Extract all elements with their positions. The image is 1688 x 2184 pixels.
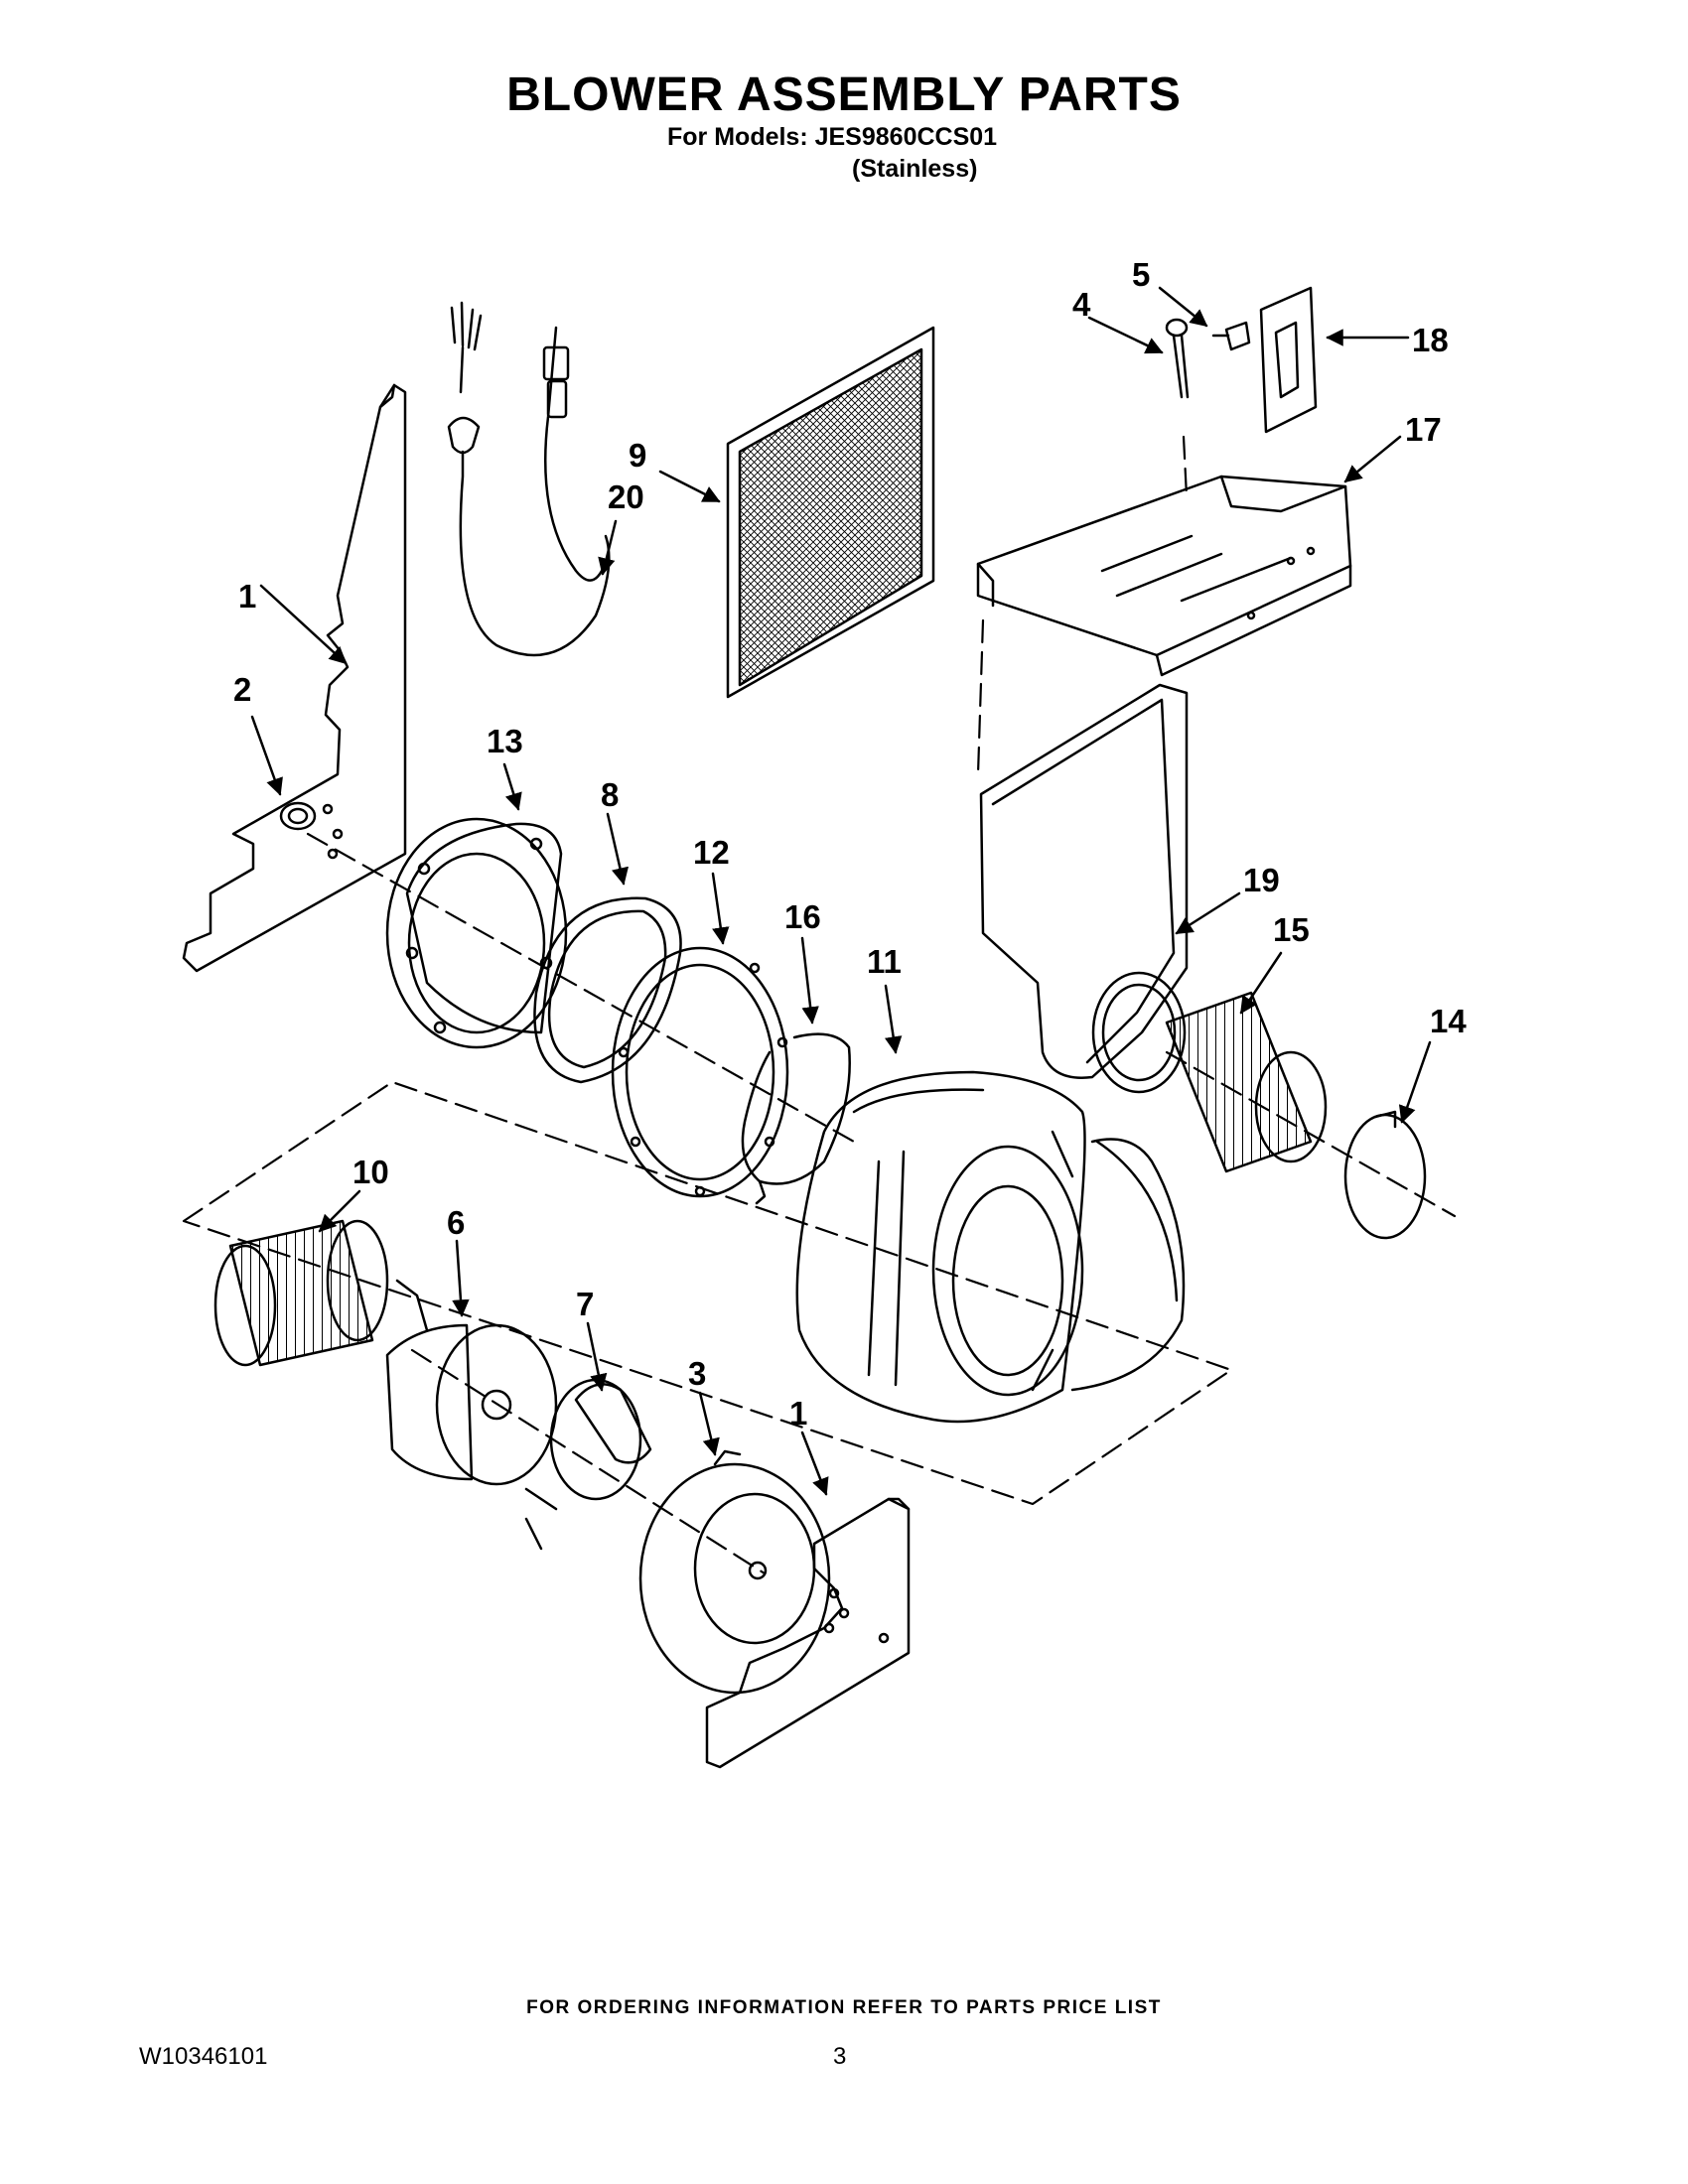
callout-3: 3 xyxy=(688,1355,706,1392)
callout-20: 20 xyxy=(608,478,644,515)
flex-duct xyxy=(1165,991,1328,1173)
gasket xyxy=(533,896,682,1084)
alignment-axes xyxy=(306,435,1457,1575)
callout-19: 19 xyxy=(1243,862,1280,898)
clip-ring xyxy=(741,1032,851,1205)
bracket xyxy=(1259,286,1318,434)
page-title: BLOWER ASSEMBLY PARTS xyxy=(506,68,1182,121)
inlet-ring xyxy=(638,1449,831,1695)
damper-housing xyxy=(976,475,1352,677)
power-cord xyxy=(447,301,611,657)
callout-17: 17 xyxy=(1405,411,1442,448)
blower-housing xyxy=(795,1070,1186,1424)
callout-5: 5 xyxy=(1132,256,1150,293)
callout-2: 2 xyxy=(233,671,251,708)
callout-18: 18 xyxy=(1412,322,1449,358)
callout-6: 6 xyxy=(447,1204,465,1241)
page-number: 3 xyxy=(833,2043,847,2070)
finish-line: (Stainless) xyxy=(852,155,978,183)
screw xyxy=(1211,321,1251,351)
callout-labels: 1 2 13 8 12 16 11 4 5 18 17 9 20 19 15 1… xyxy=(233,256,1467,1432)
hose-clamp xyxy=(1343,1110,1427,1240)
pin xyxy=(1165,318,1190,399)
grease-filter xyxy=(726,326,935,699)
callout-1-bottom: 1 xyxy=(789,1395,807,1432)
blower-ring xyxy=(385,817,568,1049)
document-number: W10346101 xyxy=(139,2043,268,2070)
callout-11: 11 xyxy=(867,943,902,980)
callout-7: 7 xyxy=(576,1286,594,1322)
callout-1-top: 1 xyxy=(238,578,256,614)
callout-13: 13 xyxy=(487,723,523,759)
motor-mount xyxy=(524,1378,652,1551)
side-bracket-bottom xyxy=(705,1497,911,1769)
transition-duct xyxy=(979,683,1189,1094)
blower-wheel xyxy=(213,1219,389,1367)
ordering-note: FOR ORDERING INFORMATION REFER TO PARTS … xyxy=(526,1997,1162,2018)
bushing xyxy=(279,801,317,831)
callout-15: 15 xyxy=(1273,911,1310,948)
motor xyxy=(385,1279,558,1486)
subassembly-outline xyxy=(182,1080,1233,1506)
callout-10: 10 xyxy=(352,1154,389,1190)
models-line: For Models: JES9860CCS01 xyxy=(667,123,998,151)
side-bracket-top xyxy=(182,383,407,973)
callout-8: 8 xyxy=(601,776,619,813)
callout-4: 4 xyxy=(1072,286,1091,323)
leader-arrows xyxy=(250,286,1432,1496)
callout-14: 14 xyxy=(1430,1003,1467,1039)
callout-12: 12 xyxy=(693,834,730,871)
callout-9: 9 xyxy=(629,437,646,474)
mounting-ring xyxy=(611,946,789,1198)
callout-16: 16 xyxy=(784,898,821,935)
